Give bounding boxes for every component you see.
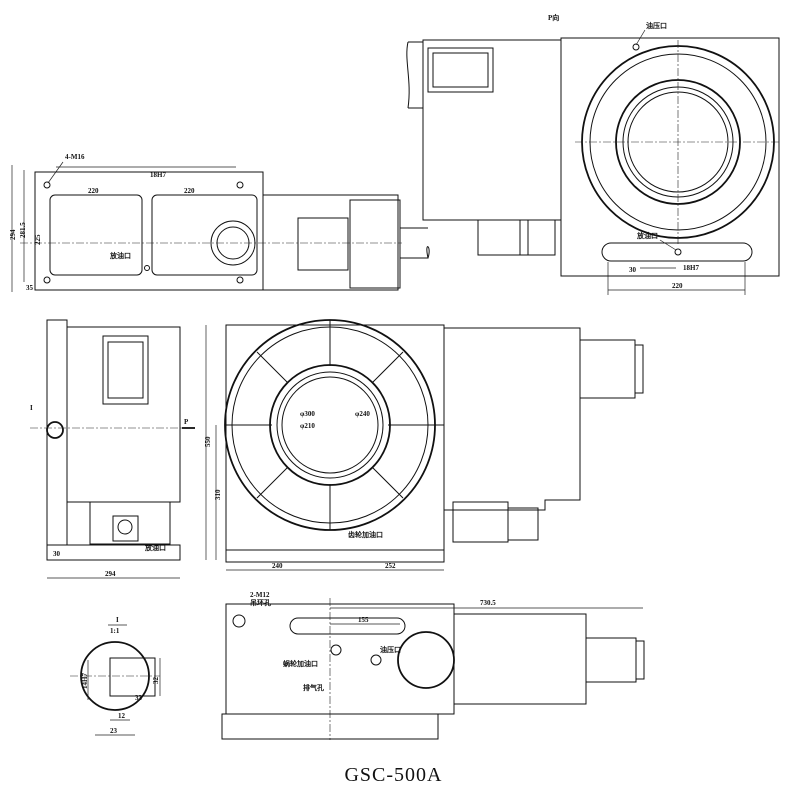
- hydraulic-port-top-label: 油压口: [646, 21, 667, 30]
- exhaust-label: 排气孔: [303, 683, 324, 692]
- worm-oil-label: 齿轮加油口: [348, 530, 383, 539]
- phi240-label: φ240: [355, 410, 370, 418]
- detail-i: I 1:1 14H7 32 12 23 33: [70, 616, 161, 736]
- scale-label: 1:1: [110, 627, 120, 635]
- oil-drain-side-label: 放油口: [144, 543, 166, 552]
- dim-730: 730.5: [480, 599, 496, 607]
- dim-240: 240: [272, 562, 283, 570]
- dim-14h7: 14H7: [81, 673, 89, 689]
- side-view-plate: [46, 319, 68, 546]
- dim-220-right: 220: [184, 187, 195, 195]
- dim-30: 30: [629, 266, 637, 274]
- top-view: 4-M16 18H7 放油口 220 220 294 281.5 225 35: [9, 153, 430, 292]
- dim-220-bottom: 220: [672, 282, 683, 290]
- oil-inlet-label: 放油口: [109, 251, 131, 260]
- dim-550: 550: [204, 436, 212, 447]
- p-view-cover-plate: [427, 47, 494, 93]
- dim-32: 32: [152, 677, 160, 685]
- elevation-motor-flange: [397, 631, 455, 689]
- tslot-right-label: 18H7: [683, 264, 699, 272]
- tslot-label: 18H7: [150, 171, 166, 179]
- fill-drain-label: 放油口: [636, 231, 658, 240]
- hydraulic-port-bottom-label: 油压口: [380, 645, 401, 654]
- dim-35: 35: [26, 284, 34, 292]
- dim-281: 281.5: [19, 222, 27, 238]
- dim-155: 155: [358, 616, 369, 624]
- elevation-view: 730.5 155 2-M12 吊环孔 蜗轮加油口 排气孔 油压口: [221, 591, 645, 740]
- front-view: φ300 φ240 φ210 齿轮加油口 550 310 240 252: [204, 319, 644, 571]
- dim-220-left: 220: [88, 187, 99, 195]
- hole-2m12-label: 2-M12: [250, 591, 270, 599]
- dim-12: 12: [118, 712, 126, 720]
- section-i-label: I: [116, 616, 119, 624]
- dim-33: 33: [135, 694, 143, 702]
- side-view: I P 放油口 294 30: [30, 319, 195, 579]
- p-arrow-label: P: [184, 418, 189, 426]
- dim-30-front: 30: [53, 550, 61, 558]
- dim-252: 252: [385, 562, 396, 570]
- phi300-label: φ300: [300, 410, 315, 418]
- p-view-tslot: [601, 242, 753, 262]
- dim-23: 23: [110, 727, 118, 735]
- dim-294-vert: 294: [9, 229, 17, 240]
- elevation-body: [225, 603, 455, 715]
- p-view-motor-housing: [422, 39, 562, 221]
- phi210-label: φ210: [300, 422, 315, 430]
- dim-310: 310: [214, 489, 222, 500]
- worm-oil-label-bottom: 蜗轮加油口: [283, 659, 318, 668]
- detail-i-circle: [46, 421, 64, 439]
- ring-hole-label: 吊环孔: [250, 598, 271, 607]
- p-view: P向 油压口 放油口 220 30 18H7: [406, 13, 780, 295]
- p-direction-label: P向: [548, 13, 559, 22]
- dim-294-front: 294: [105, 570, 116, 578]
- dim-225: 225: [34, 234, 42, 245]
- top-view-base: [34, 171, 264, 291]
- hole-4m16-label: 4-M16: [65, 153, 85, 161]
- detail-i-marker: I: [30, 404, 33, 412]
- drawing-title: GSC-500A: [344, 764, 443, 786]
